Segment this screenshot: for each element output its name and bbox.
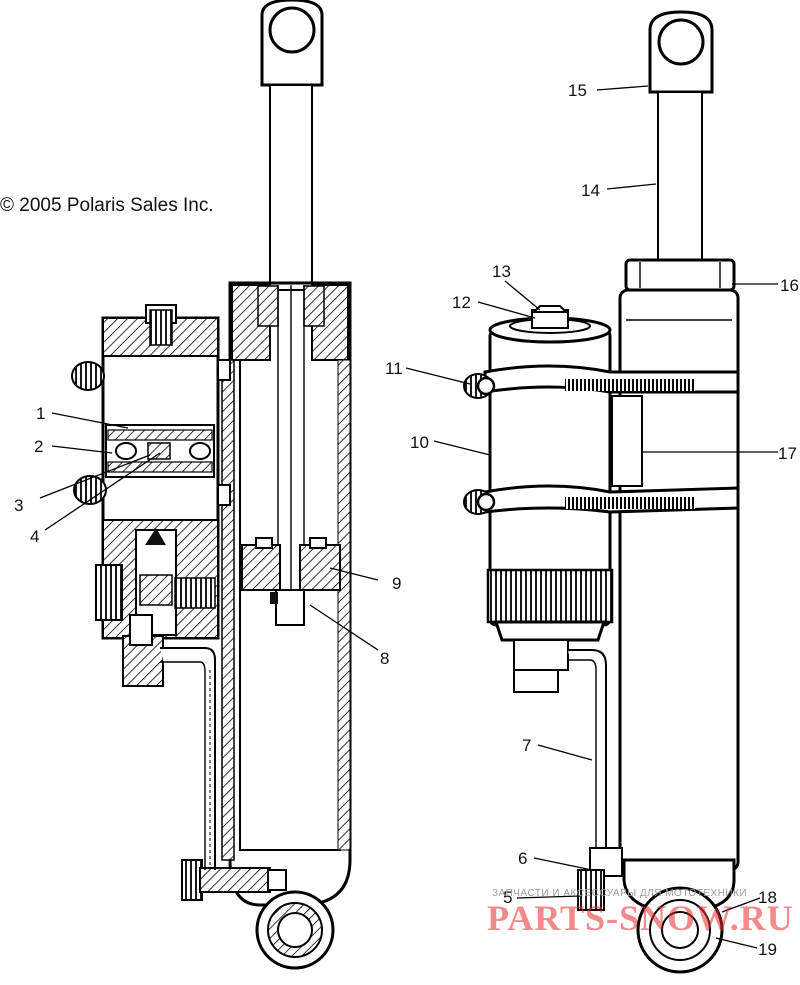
callout-3: 3 (14, 496, 23, 515)
callout-10: 10 (410, 433, 429, 452)
right-shock-external-view (463, 10, 740, 974)
callout-7: 7 (522, 736, 531, 755)
callout-4: 4 (30, 527, 39, 546)
callout-2: 2 (34, 437, 43, 456)
callout-19: 19 (758, 940, 777, 959)
callout-11: 11 (385, 359, 403, 378)
left-shock-section-view (71, 0, 352, 970)
callout-1: 1 (36, 404, 45, 423)
callout-5: 5 (503, 888, 512, 907)
callout-13: 13 (492, 262, 511, 281)
callout-12: 12 (452, 293, 471, 312)
callout-6: 6 (518, 849, 527, 868)
callout-leaders (39, 85, 778, 949)
watermark-logo: PARTS-SNOW.RU (487, 898, 794, 938)
callout-15: 15 (568, 81, 587, 100)
callout-8: 8 (380, 649, 389, 668)
callout-9: 9 (392, 574, 401, 593)
callout-16: 16 (780, 276, 799, 295)
callout-17: 17 (778, 444, 797, 463)
copyright-notice: © 2005 Polaris Sales Inc. (0, 195, 214, 216)
watermark-tagline: ЗАПЧАСТИ И АКСЕССУАРЫ ДЛЯ МОТОТЕХНИКИ (492, 888, 747, 899)
callout-14: 14 (581, 181, 600, 200)
callout-18: 18 (758, 888, 777, 907)
callout-labels: 1 2 3 4 5 6 7 8 9 10 11 12 13 14 15 16 1… (14, 81, 799, 959)
